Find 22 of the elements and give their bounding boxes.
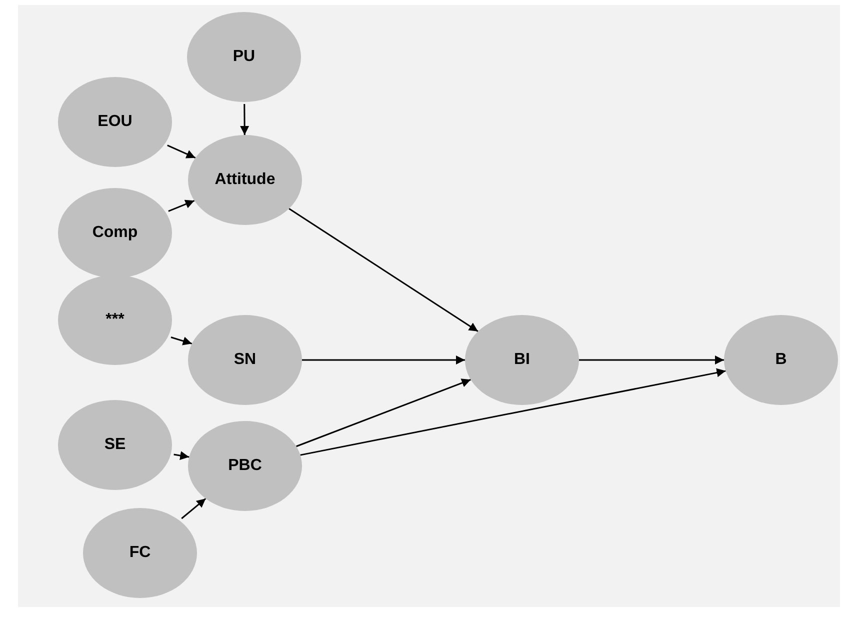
arrow bbox=[168, 200, 195, 212]
node-label: *** bbox=[106, 311, 124, 329]
arrow bbox=[300, 368, 726, 456]
arrow bbox=[579, 356, 724, 364]
arrow bbox=[302, 356, 465, 364]
node-label: BI bbox=[514, 351, 530, 369]
node-label: SE bbox=[104, 436, 126, 454]
node-label: PU bbox=[232, 48, 256, 66]
node-label: Attitude bbox=[214, 171, 276, 189]
arrow bbox=[181, 498, 206, 520]
arrow bbox=[170, 336, 192, 346]
node-label: FC bbox=[129, 544, 151, 562]
arrow bbox=[174, 451, 190, 460]
arrow bbox=[240, 104, 250, 135]
node-label: SN bbox=[234, 351, 256, 369]
arrow bbox=[288, 208, 478, 332]
node-label: B bbox=[775, 351, 787, 369]
node-label: Comp bbox=[92, 224, 138, 242]
arrow bbox=[167, 144, 196, 159]
node-label: PBC bbox=[228, 457, 262, 475]
node-label: EOU bbox=[98, 113, 132, 131]
arrow bbox=[296, 378, 471, 448]
